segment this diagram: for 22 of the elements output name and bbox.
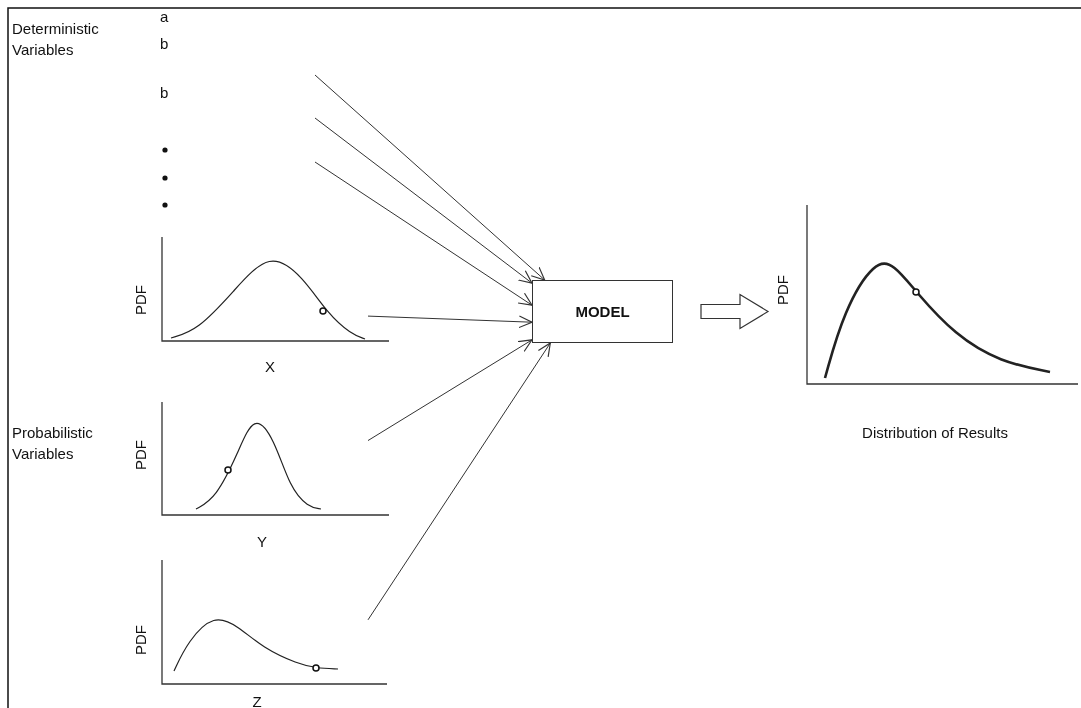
variable-label: b — [160, 83, 170, 103]
arrow — [314, 74, 546, 281]
arrow — [367, 339, 533, 442]
arrow — [367, 315, 533, 329]
group-label: Deterministic Variables — [12, 19, 100, 60]
arrow — [367, 342, 551, 621]
axis-label: PDF — [131, 440, 149, 470]
group-label: Probabilistic Variables — [12, 423, 94, 464]
axis-label: Z — [252, 692, 262, 708]
arrow — [314, 161, 533, 306]
axis-label: Distribution of Results — [862, 423, 1008, 441]
axis-label: PDF — [131, 625, 149, 655]
axis-label: PDF — [773, 275, 791, 305]
axis-label: X — [265, 357, 275, 375]
box-label: MODEL — [575, 303, 630, 320]
variable-label: b — [160, 34, 170, 54]
block-arrow — [700, 293, 770, 330]
axis-label: PDF — [131, 285, 149, 315]
axis-label: Y — [257, 532, 267, 550]
process-box — [532, 280, 673, 343]
arrow — [314, 117, 533, 284]
variable-label: a — [160, 7, 170, 27]
